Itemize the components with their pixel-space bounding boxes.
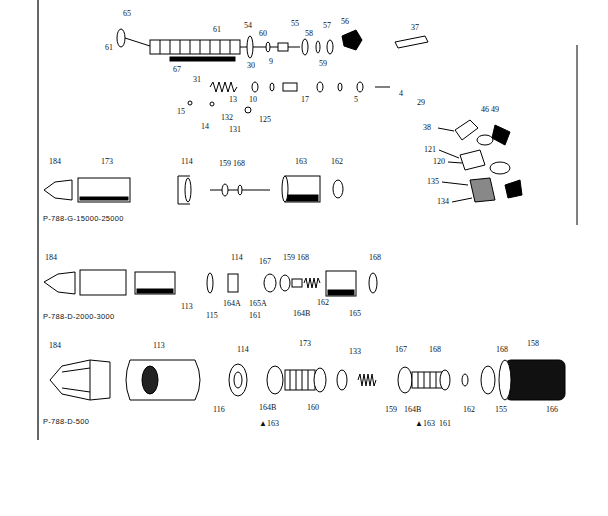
callout-number: 120 <box>432 158 446 166</box>
callout-number: 17 <box>300 96 310 104</box>
callout-number: 163 <box>294 158 308 166</box>
callout-number: 160 <box>306 404 320 412</box>
callout-number: 161 <box>438 420 452 428</box>
callout-number: 61 <box>104 44 114 52</box>
callout-number: 38 <box>422 124 432 132</box>
callout-number: 56 <box>340 18 350 26</box>
callout-number: 114 <box>236 346 250 354</box>
callout-number: ▲163 <box>258 420 280 428</box>
callout-number: 168 <box>495 346 509 354</box>
callout-number: 15 <box>176 108 186 116</box>
callout-number: 162 <box>330 158 344 166</box>
callout-number: 161 <box>248 312 262 320</box>
callout-number: 10 <box>248 96 258 104</box>
callout-number: 165 <box>348 310 362 318</box>
callout-number: 168 <box>428 346 442 354</box>
callout-number: 37 <box>410 24 420 32</box>
model-caption: P-788-G-15000-25000 <box>42 215 125 223</box>
callout-number: 166 <box>545 406 559 414</box>
callout-number: 61 <box>212 26 222 34</box>
callout-number: 168 <box>368 254 382 262</box>
callout-number: 159 168 <box>218 160 246 168</box>
callout-number: 9 <box>268 58 274 66</box>
callout-number: 14 <box>200 123 210 131</box>
callout-number: 60 <box>258 30 268 38</box>
callout-number: 67 <box>172 66 182 74</box>
callout-number: 116 <box>212 406 226 414</box>
callout-number: 58 <box>304 30 314 38</box>
callout-number: 29 <box>416 99 426 107</box>
callout-number: 131 <box>228 126 242 134</box>
callout-number: 167 <box>258 258 272 266</box>
callout-number: 115 <box>205 312 219 320</box>
callout-number: 135 <box>426 178 440 186</box>
callout-number: 30 <box>246 62 256 70</box>
callout-number: 167 <box>394 346 408 354</box>
callout-number: 159 <box>384 406 398 414</box>
callout-number: 4 <box>398 90 404 98</box>
callout-number: 173 <box>100 158 114 166</box>
callout-number: 113 <box>180 303 194 311</box>
callout-number: 121 <box>423 146 437 154</box>
callout-number: 13 <box>228 96 238 104</box>
model-caption: P-788-D-2000-3000 <box>42 313 115 321</box>
callout-number: 164B <box>292 310 311 318</box>
callout-number: 132 <box>220 114 234 122</box>
callout-number: 125 <box>258 116 272 124</box>
callout-number: ▲163 <box>414 420 436 428</box>
callout-number: 114 <box>230 254 244 262</box>
callout-number: 184 <box>44 254 58 262</box>
callout-number: 162 <box>316 299 330 307</box>
callout-number: 158 <box>526 340 540 348</box>
callout-number: 5 <box>353 96 359 104</box>
callout-number: 165A <box>248 300 268 308</box>
callout-number: 184 <box>48 342 62 350</box>
callout-number: 159 168 <box>282 254 310 262</box>
callout-number: 162 <box>462 406 476 414</box>
callout-number: 164B <box>258 404 277 412</box>
callout-number: 164B <box>403 406 422 414</box>
callout-number: 54 <box>243 22 253 30</box>
callout-number: 173 <box>298 340 312 348</box>
callout-number: 55 <box>290 20 300 28</box>
callout-number: 134 <box>436 198 450 206</box>
callout-number: 133 <box>348 348 362 356</box>
model-caption: P-788-D-500 <box>42 418 90 426</box>
callout-number: 184 <box>48 158 62 166</box>
callout-number: 65 <box>122 10 132 18</box>
callout-number: 59 <box>318 60 328 68</box>
callout-number: 155 <box>494 406 508 414</box>
callout-number: 164A <box>222 300 242 308</box>
callout-number: 114 <box>180 158 194 166</box>
callout-number: 57 <box>322 22 332 30</box>
callout-number: 31 <box>192 76 202 84</box>
callout-number: 113 <box>152 342 166 350</box>
callout-number: 46 49 <box>480 106 500 114</box>
